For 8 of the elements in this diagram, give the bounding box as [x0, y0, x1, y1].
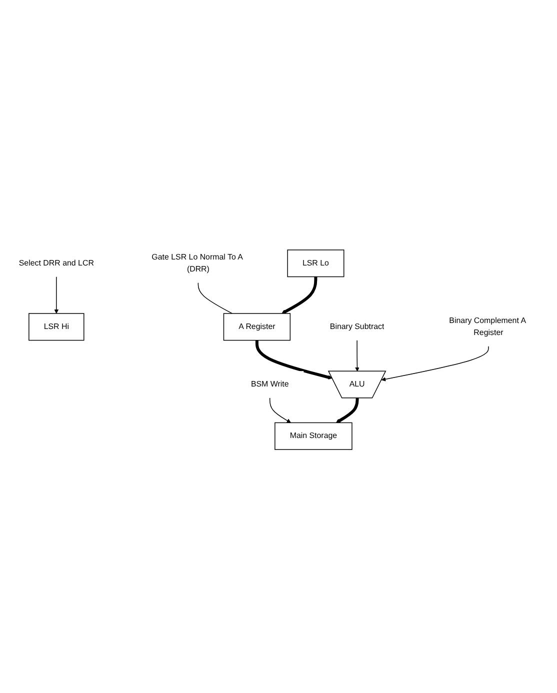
- arrow: [54, 276, 59, 314]
- arrow: [269, 397, 291, 423]
- arrow: [381, 346, 489, 382]
- connector: [198, 282, 233, 314]
- arrow: [282, 276, 318, 314]
- arrow: [355, 340, 360, 372]
- arrow: [255, 340, 332, 380]
- arrow: [336, 398, 359, 423]
